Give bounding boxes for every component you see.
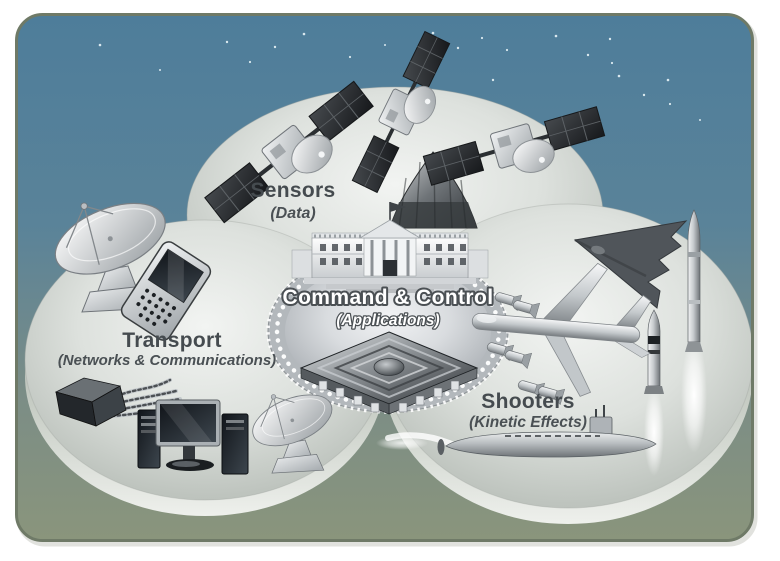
transport-sublabel: (Networks & Communications) <box>58 352 276 369</box>
bomber-aircraft-icon <box>471 262 652 397</box>
rocket-exhaust-plume <box>681 337 707 453</box>
shooters-label: Shooters <box>481 390 574 413</box>
stealth-bomber-icon <box>573 220 688 309</box>
fiber-optic-cable-icon <box>54 377 186 427</box>
computer-workstation-icon <box>137 399 249 475</box>
smartphone-icon <box>120 241 212 341</box>
frame-border <box>15 13 754 542</box>
sensors-label: Sensors <box>251 179 336 202</box>
submarine-icon <box>376 405 657 458</box>
missile-exhaust-plume <box>644 388 664 476</box>
stars <box>98 31 701 121</box>
chip-pins <box>318 380 460 413</box>
transport-label: Transport <box>122 329 222 352</box>
microchip-icon <box>299 331 479 415</box>
white-house-icon <box>291 202 489 293</box>
rocket-icon <box>681 209 707 453</box>
missile-icon <box>644 309 664 476</box>
shooters-sublabel: (Kinetic Effects) <box>469 414 587 431</box>
command-control-label: Command & Control <box>283 286 494 309</box>
sensors-sublabel: (Data) <box>270 205 315 222</box>
command-control-sublabel: (Applications) <box>336 312 439 329</box>
